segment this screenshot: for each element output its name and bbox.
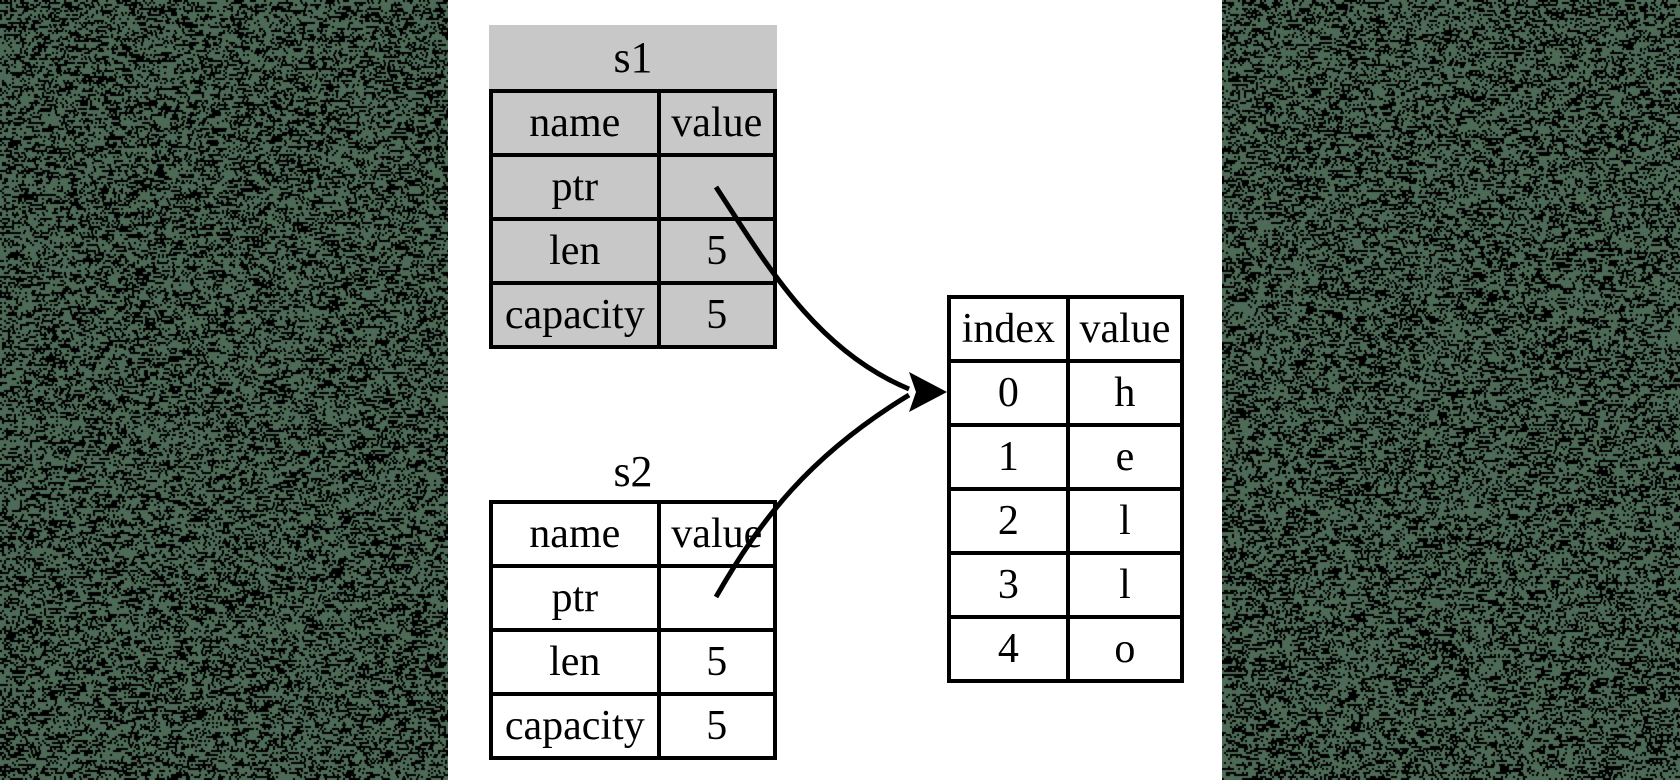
s2-len-name: len	[491, 630, 659, 694]
s2-row-ptr: ptr	[491, 566, 775, 630]
s2-capacity-value: 5	[659, 694, 775, 758]
s1-table: name value ptr len 5 capacity 5	[489, 89, 777, 349]
s1-struct: s1 name value ptr len 5 capacity 5	[489, 25, 777, 349]
s1-capacity-value: 5	[659, 283, 775, 347]
s1-row-capacity: capacity 5	[491, 283, 775, 347]
heap-value-1: e	[1068, 425, 1182, 489]
s2-ptr-name: ptr	[491, 566, 659, 630]
heap-value-4: o	[1068, 617, 1182, 681]
arrowhead-icon	[909, 372, 947, 412]
s2-row-capacity: capacity 5	[491, 694, 775, 758]
s1-len-name: len	[491, 219, 659, 283]
heap-index-0: 0	[949, 361, 1068, 425]
heap-header-row: index value	[949, 297, 1182, 361]
heap-value-0: h	[1068, 361, 1182, 425]
s1-ptr-name: ptr	[491, 155, 659, 219]
s1-row-ptr: ptr	[491, 155, 775, 219]
heap-index-2: 2	[949, 489, 1068, 553]
heap-row-2: 2 l	[949, 489, 1182, 553]
s1-len-value: 5	[659, 219, 775, 283]
s1-title: s1	[489, 25, 777, 89]
heap-header-value: value	[1068, 297, 1182, 361]
heap-row-4: 4 o	[949, 617, 1182, 681]
s1-header-value: value	[659, 91, 775, 155]
background-noise-right	[1222, 0, 1680, 780]
s2-capacity-name: capacity	[491, 694, 659, 758]
s2-row-len: len 5	[491, 630, 775, 694]
s2-title: s2	[489, 443, 777, 500]
s1-header-row: name value	[491, 91, 775, 155]
s2-ptr-value	[659, 566, 775, 630]
heap-header-index: index	[949, 297, 1068, 361]
background-noise-left	[0, 0, 448, 780]
heap-row-0: 0 h	[949, 361, 1182, 425]
s2-header-row: name value	[491, 502, 775, 566]
heap-row-3: 3 l	[949, 553, 1182, 617]
s1-header-name: name	[491, 91, 659, 155]
s2-header-value: value	[659, 502, 775, 566]
heap-buffer: index value 0 h 1 e 2 l 3 l	[947, 295, 1184, 683]
heap-index-4: 4	[949, 617, 1068, 681]
s2-len-value: 5	[659, 630, 775, 694]
s1-ptr-value	[659, 155, 775, 219]
heap-index-1: 1	[949, 425, 1068, 489]
heap-index-3: 3	[949, 553, 1068, 617]
s1-row-len: len 5	[491, 219, 775, 283]
heap-value-3: l	[1068, 553, 1182, 617]
s2-struct: s2 name value ptr len 5 capacity 5	[489, 443, 777, 760]
s2-table: name value ptr len 5 capacity 5	[489, 500, 777, 760]
s1-capacity-name: capacity	[491, 283, 659, 347]
heap-row-1: 1 e	[949, 425, 1182, 489]
s2-header-name: name	[491, 502, 659, 566]
heap-value-2: l	[1068, 489, 1182, 553]
heap-table: index value 0 h 1 e 2 l 3 l	[947, 295, 1184, 683]
